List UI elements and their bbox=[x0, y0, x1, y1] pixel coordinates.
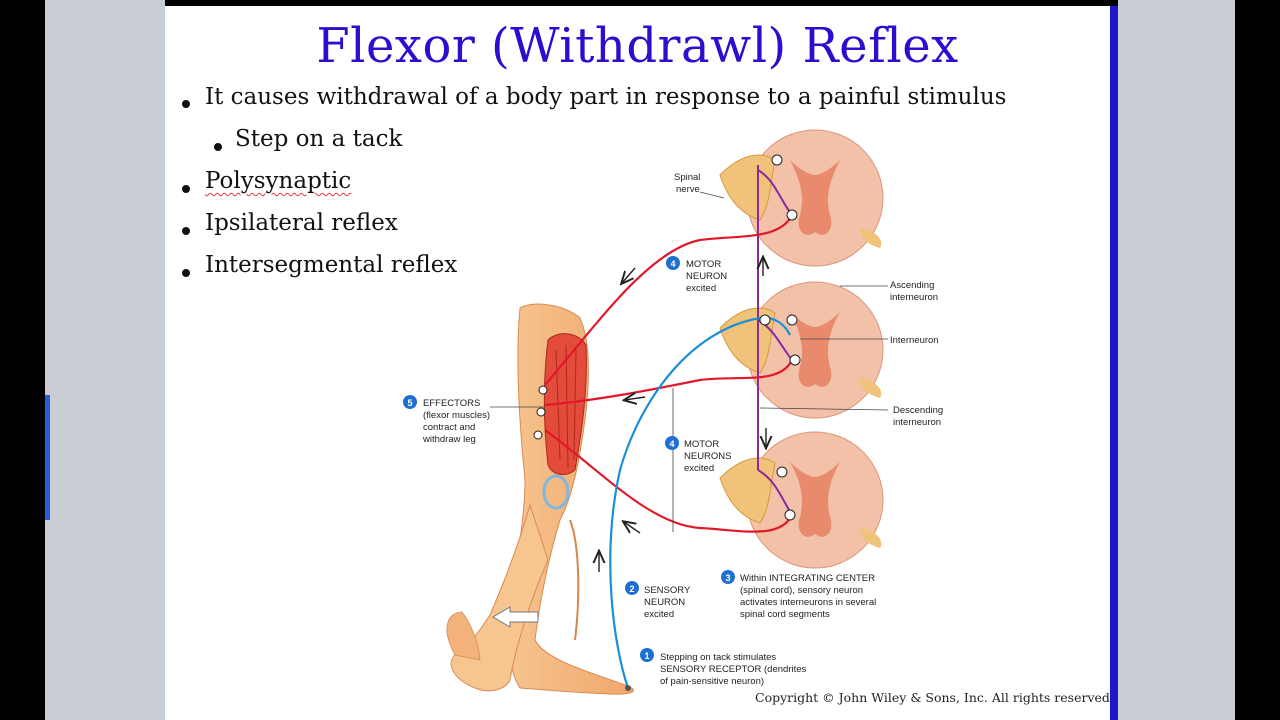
label-interneuron: Interneuron bbox=[890, 335, 939, 346]
slide-title-text: Flexor (Withdrawl) Reflex bbox=[316, 18, 959, 74]
motor-neurons bbox=[544, 214, 793, 533]
spinal-cord-segment-middle bbox=[719, 281, 884, 419]
synapse-markers bbox=[533, 154, 801, 521]
bullet-intersegmental: Intersegmental reflex bbox=[205, 252, 458, 278]
leg-illustration bbox=[446, 303, 634, 695]
svg-text:4: 4 bbox=[669, 439, 674, 449]
bullet-dot bbox=[214, 143, 222, 151]
spinal-cord-segment-upper bbox=[719, 129, 884, 267]
copyright: Copyright © John Wiley & Sons, Inc. All … bbox=[755, 690, 1114, 705]
bullet-dot bbox=[182, 100, 190, 108]
bullet-ipsilateral: Ipsilateral reflex bbox=[205, 210, 398, 236]
slide-title: Flexor (Withdrawl) Reflex bbox=[165, 18, 1110, 74]
right-gray-margin bbox=[1118, 0, 1235, 720]
slide-right-edge-bar bbox=[1110, 6, 1118, 720]
svg-text:3: 3 bbox=[725, 573, 730, 583]
left-edge-blue-bar bbox=[45, 395, 50, 520]
svg-text:2: 2 bbox=[629, 584, 634, 594]
withdraw-arrow bbox=[492, 606, 539, 628]
bullet-polysynaptic: Polysynaptic bbox=[205, 168, 352, 194]
svg-text:EFFECTORS(flexor muscles)contr: EFFECTORS(flexor muscles)contract andwit… bbox=[422, 398, 490, 445]
bullet-sub-step: Step on a tack bbox=[235, 126, 403, 152]
slide: Flexor (Withdrawl) Reflex It causes with… bbox=[165, 6, 1114, 720]
bullet-dot bbox=[182, 185, 190, 193]
svg-text:1: 1 bbox=[644, 651, 649, 661]
label-integrating-center: 3 Within INTEGRATING CENTER(spinal cord)… bbox=[721, 570, 876, 620]
bullet-main: It causes withdrawal of a body part in r… bbox=[205, 84, 1007, 110]
bullet-dot bbox=[182, 269, 190, 277]
bullet-dot bbox=[182, 227, 190, 235]
spinal-cord-segment-lower bbox=[719, 431, 884, 569]
svg-text:Within INTEGRATING CENTER(spin: Within INTEGRATING CENTER(spinal cord), … bbox=[740, 573, 876, 620]
svg-text:5: 5 bbox=[407, 398, 412, 408]
flow-arrows bbox=[599, 258, 766, 572]
svg-text:4: 4 bbox=[670, 259, 675, 269]
left-gray-margin bbox=[45, 0, 165, 720]
